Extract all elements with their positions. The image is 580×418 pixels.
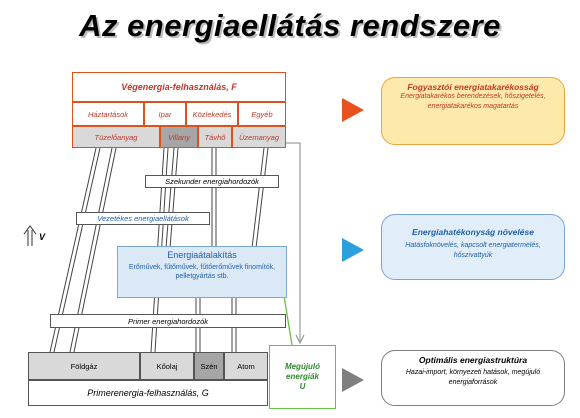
efficiency-bubble: Energiahatékonyság növelése Hatásfoknöve… bbox=[381, 214, 565, 280]
grid-supply-label: Vezetékes energiaellátások bbox=[76, 212, 210, 225]
primary-carriers-label: Primer energiahordozók bbox=[50, 314, 286, 328]
renewable-link-arrow bbox=[295, 334, 305, 345]
sector-cell: Háztartások bbox=[72, 102, 144, 126]
arrow-right-icon bbox=[342, 238, 364, 262]
bubble-desc: Hazai-import, környezeti hatások, megúju… bbox=[405, 369, 541, 386]
primary-source-cell: Kőolaj bbox=[140, 352, 194, 380]
primary-source-cell: Földgáz bbox=[28, 352, 140, 380]
conversion-box bbox=[117, 246, 287, 298]
sector-cell: Közlekedés bbox=[186, 102, 238, 126]
renewable-line2: energiák bbox=[286, 372, 319, 381]
bubble-title: Energiahatékonyság növelése bbox=[412, 227, 534, 237]
structure-bubble: Optimális energiastruktúra Hazai-import,… bbox=[381, 350, 565, 406]
carrier-cell: Távhő bbox=[198, 126, 232, 148]
carrier-cell: Villany bbox=[160, 126, 198, 148]
final-energy-title: Végenergia-felhasználás, F bbox=[72, 72, 286, 102]
renewable-link-line bbox=[286, 142, 301, 341]
renewable-box: Megújuló energiák U bbox=[269, 345, 336, 409]
bubble-title: Optimális energiastruktúra bbox=[418, 355, 528, 365]
v-arrow-icon bbox=[27, 230, 33, 246]
primary-source-cell: Atom bbox=[224, 352, 268, 380]
renewable-line3: U bbox=[299, 382, 306, 391]
secondary-carriers-label: Szekunder energiahordozók bbox=[145, 175, 279, 188]
arrow-right-icon bbox=[342, 98, 364, 122]
renewable-green-line bbox=[283, 295, 293, 346]
sector-cell: Ipar bbox=[144, 102, 186, 126]
carrier-cell: Tüzelőanyag bbox=[72, 126, 160, 148]
primary-energy-title: Primerenergia-felhasználás, G bbox=[28, 380, 268, 406]
bubble-desc: Hatásfoknövelés, kapcsolt energiatermelé… bbox=[405, 242, 541, 259]
carrier-cell: Üzemanyag bbox=[232, 126, 286, 148]
conversion-desc: Erőművek, fűtőművek, fűtőerőművek finomí… bbox=[128, 264, 276, 280]
arrow-right-icon bbox=[342, 368, 364, 392]
sector-cell: Egyéb bbox=[238, 102, 286, 126]
savings-bubble: Fogyasztói energiatakarékosság Energiata… bbox=[381, 77, 565, 145]
renewable-line1: Megújuló bbox=[284, 362, 321, 371]
v-arrow-head-icon bbox=[23, 225, 37, 235]
v-label: V bbox=[39, 232, 46, 242]
bubble-desc: Energiatakarékos berendezések, hőszigete… bbox=[400, 93, 546, 110]
conversion-title: Energiaátalakítás bbox=[167, 250, 237, 260]
page-title: Az energiaellátás rendszere bbox=[79, 8, 501, 43]
primary-source-cell: Szén bbox=[194, 352, 224, 380]
bubble-title: Fogyasztói energiatakarékosság bbox=[407, 82, 539, 92]
